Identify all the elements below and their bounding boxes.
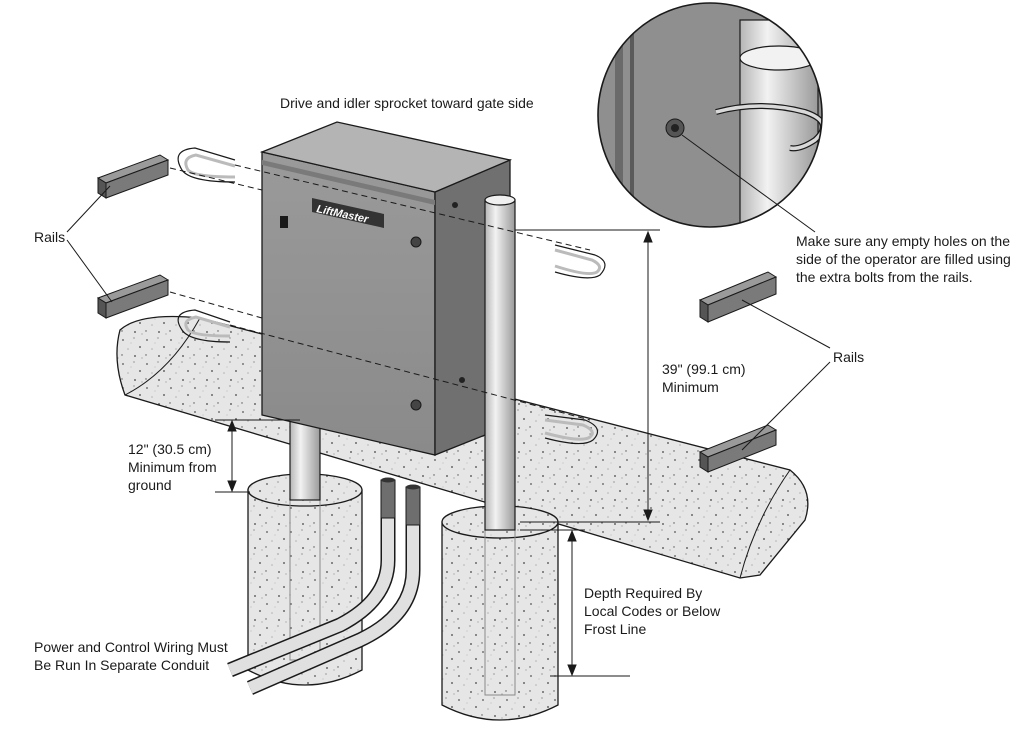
height-12-line: 12" (30.5 cm)	[128, 441, 212, 457]
depth-line: Local Codes or Below	[584, 603, 721, 619]
height-12-line: Minimum from	[128, 459, 217, 475]
bolt-icon	[452, 202, 458, 208]
latch-top-icon	[410, 236, 422, 248]
latch-bottom-icon	[410, 399, 422, 411]
holes-note-line: Make sure any empty holes on the	[796, 233, 1011, 249]
height-12-label: 12" (30.5 cm) Minimum from ground	[128, 440, 217, 494]
bolt-icon	[459, 377, 465, 383]
holes-note: Make sure any empty holes on the side of…	[796, 232, 1011, 286]
dimension-depth	[520, 529, 630, 677]
alignment-lines	[169, 164, 591, 421]
leader-lines	[66, 134, 831, 451]
holes-note-line: the extra bolts from the rails.	[796, 269, 973, 285]
holes-note-line: side of the operator are filled using	[796, 251, 1011, 267]
rail-bottom-left	[96, 274, 170, 319]
wiring-label: Power and Control Wiring Must Be Run In …	[34, 638, 228, 674]
operator-box: LiftMaster	[259, 121, 513, 456]
dimension-39in	[515, 229, 660, 523]
depth-line: Frost Line	[584, 621, 647, 637]
height-39-label: 39" (99.1 cm) Minimum	[662, 360, 746, 396]
sprocket-label: Drive and idler sprocket toward gate sid…	[280, 95, 534, 111]
height-39-line: Minimum	[662, 379, 719, 395]
wiring-line: Be Run In Separate Conduit	[34, 657, 210, 673]
conduits	[227, 477, 421, 695]
u-bolts	[177, 147, 606, 445]
rail-top-left	[96, 154, 170, 199]
depth-line: Depth Required By	[584, 585, 703, 601]
keyhole-icon	[280, 216, 288, 228]
rails-label-left: Rails	[34, 229, 66, 245]
magnified-inset	[597, 2, 823, 228]
rail-top-right	[698, 271, 778, 323]
right-post	[484, 194, 516, 531]
depth-label: Depth Required By Local Codes or Below F…	[584, 584, 720, 638]
dimension-12in	[215, 419, 300, 493]
rails-label-right: Rails	[833, 349, 865, 365]
height-39-line: 39" (99.1 cm)	[662, 361, 746, 377]
rail-bottom-right	[698, 424, 778, 473]
height-12-line: ground	[128, 477, 172, 493]
wiring-line: Power and Control Wiring Must	[34, 639, 228, 655]
right-concrete-footing	[441, 505, 559, 721]
